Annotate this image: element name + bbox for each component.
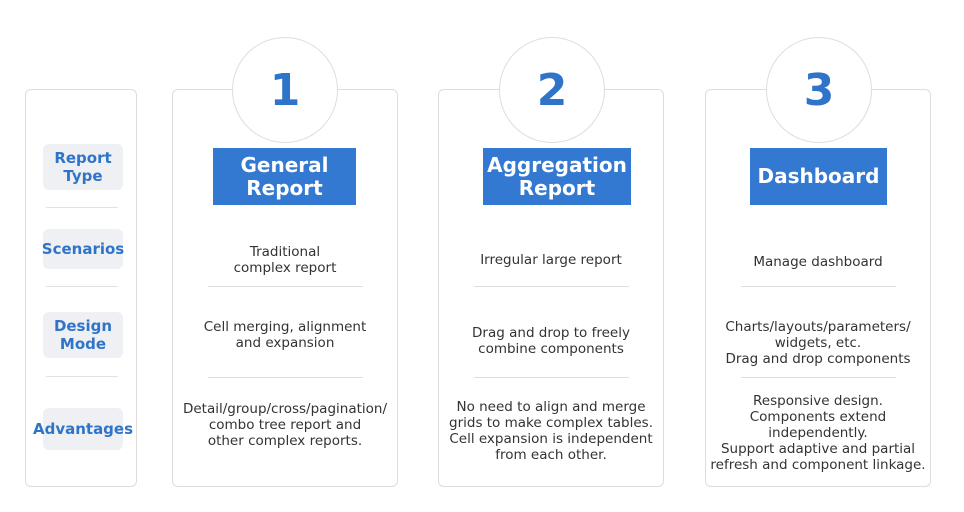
- report-type-title: Aggregation Report: [483, 148, 631, 205]
- column-number-badge: 1: [232, 37, 338, 143]
- panel-divider: [46, 286, 118, 287]
- scenarios-cell: Irregular large report: [480, 252, 622, 268]
- row-label-design-mode: Design Mode: [43, 312, 123, 358]
- panel-divider: [46, 376, 118, 377]
- report-type-title: General Report: [213, 148, 356, 205]
- column-number-badge: 3: [766, 37, 872, 143]
- row-label-panel: Report Type Scenarios Design Mode Advant…: [25, 89, 137, 487]
- design-mode-cell: Drag and drop to freely combine componen…: [472, 325, 630, 357]
- report-type-title: Dashboard: [750, 148, 887, 205]
- advantages-cell: Detail/group/cross/pagination/ combo tre…: [182, 401, 388, 449]
- row-label-report-type: Report Type: [43, 144, 123, 190]
- column-number-badge: 2: [499, 37, 605, 143]
- card-divider: [474, 377, 629, 378]
- advantages-cell: Responsive design. Components extend ind…: [710, 393, 926, 473]
- panel-divider: [46, 207, 118, 208]
- design-mode-cell: Cell merging, alignment and expansion: [203, 319, 367, 351]
- advantages-cell: No need to align and merge grids to make…: [449, 399, 653, 463]
- row-label-advantages: Advantages: [33, 408, 133, 450]
- row-label-scenarios: Scenarios: [42, 229, 124, 269]
- scenarios-cell: Traditional complex report: [233, 244, 337, 276]
- scenarios-cell: Manage dashboard: [753, 254, 883, 270]
- card-divider: [741, 377, 896, 378]
- card-divider: [741, 286, 896, 287]
- design-mode-cell: Charts/layouts/parameters/ widgets, etc.…: [725, 319, 911, 367]
- card-divider: [474, 286, 629, 287]
- card-divider: [208, 286, 363, 287]
- card-divider: [208, 377, 363, 378]
